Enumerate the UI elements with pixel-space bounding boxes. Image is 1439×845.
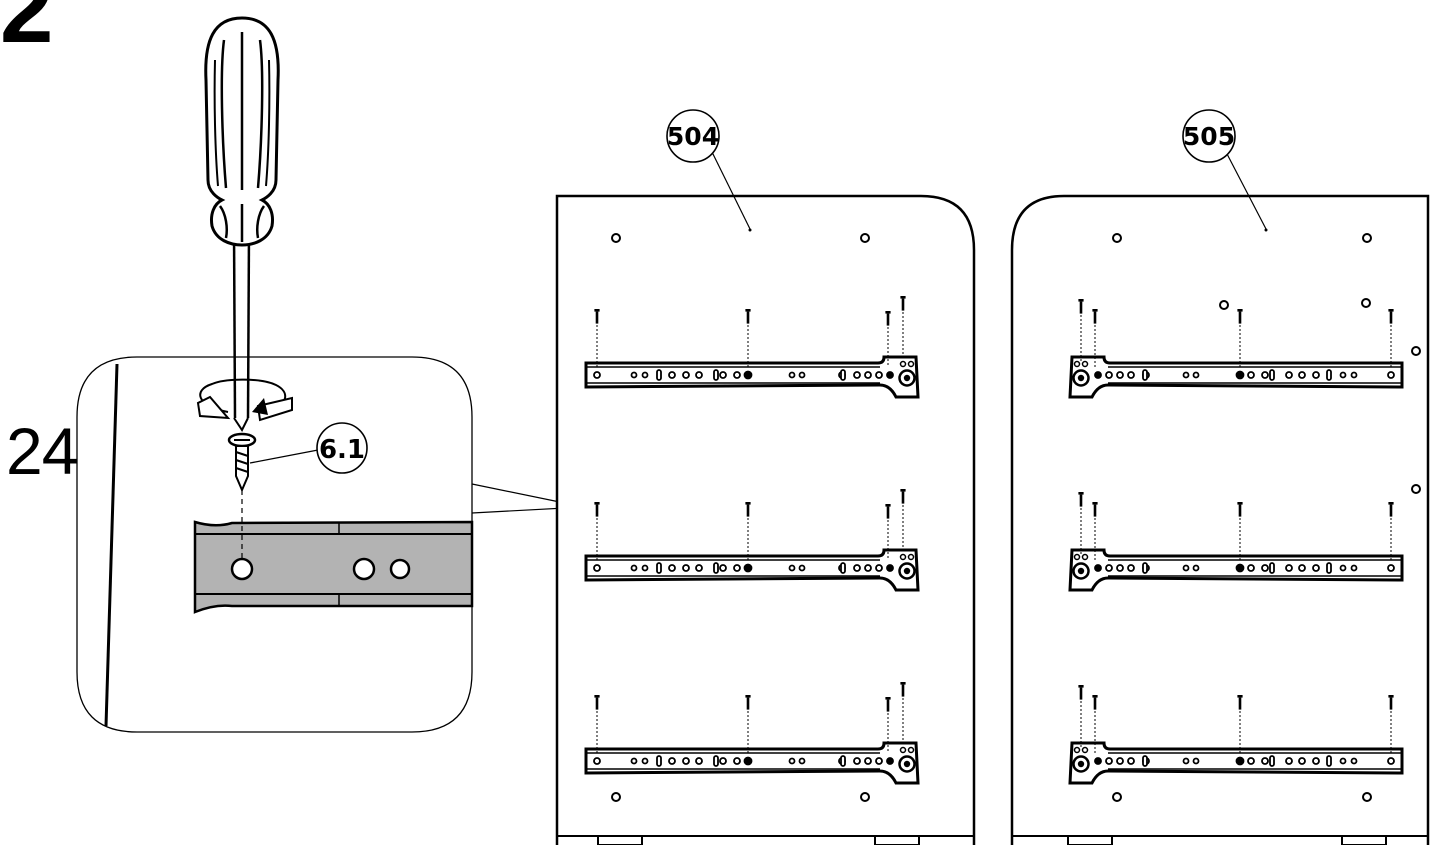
- screw-icon: [745, 502, 751, 517]
- drawer-rail: [584, 296, 920, 399]
- detail-callout: 6.1: [76, 356, 585, 733]
- screw-icon: [594, 695, 600, 710]
- screw-icon: [885, 504, 891, 519]
- screw-icon: [885, 697, 891, 712]
- screw-icon: [227, 432, 257, 493]
- step-number: 2: [0, 0, 54, 63]
- screw-icon: [1237, 502, 1243, 517]
- drawer-rail: [584, 682, 920, 785]
- screw-icon: [1078, 492, 1084, 507]
- drawer-rail: [1068, 685, 1404, 785]
- panel-504-label: 504: [667, 122, 719, 151]
- screwdriver-icon: [204, 16, 280, 432]
- panel-504-callout: 504: [666, 109, 751, 230]
- screw-icon: [900, 682, 906, 697]
- screw-icon: [900, 296, 906, 311]
- screw-icon: [1237, 309, 1243, 324]
- screw-icon: [594, 309, 600, 324]
- screw-icon: [1388, 695, 1394, 710]
- screw-icon: [1078, 299, 1084, 314]
- panel-505-callout: 505: [1182, 109, 1267, 230]
- screw-icon: [1388, 502, 1394, 517]
- screw-icon: [745, 309, 751, 324]
- screw-icon: [1388, 309, 1394, 324]
- screw-part-label: 6.1: [319, 435, 365, 465]
- part-badge: [316, 422, 368, 474]
- drawer-rail: [584, 489, 920, 592]
- panel-edge: [104, 363, 119, 727]
- screw-icon: [900, 489, 906, 504]
- screw-icon: [1092, 309, 1098, 324]
- side-panel-504: [555, 194, 976, 845]
- side-panel-505: [1010, 194, 1430, 845]
- screw-icon: [1092, 695, 1098, 710]
- drawer-rail: [1068, 299, 1404, 399]
- screw-icon: [1237, 695, 1243, 710]
- screw-icon: [1092, 502, 1098, 517]
- drawer-rail: [1068, 492, 1404, 592]
- screw-icon: [885, 311, 891, 326]
- drawer-rail-detail: [193, 520, 474, 614]
- screw-icon: [1078, 685, 1084, 700]
- rotation-arrow-icon: [196, 378, 293, 422]
- panel-505-label: 505: [1183, 122, 1235, 151]
- part-leader-line: [249, 449, 319, 464]
- screw-icon: [594, 502, 600, 517]
- screw-icon: [745, 695, 751, 710]
